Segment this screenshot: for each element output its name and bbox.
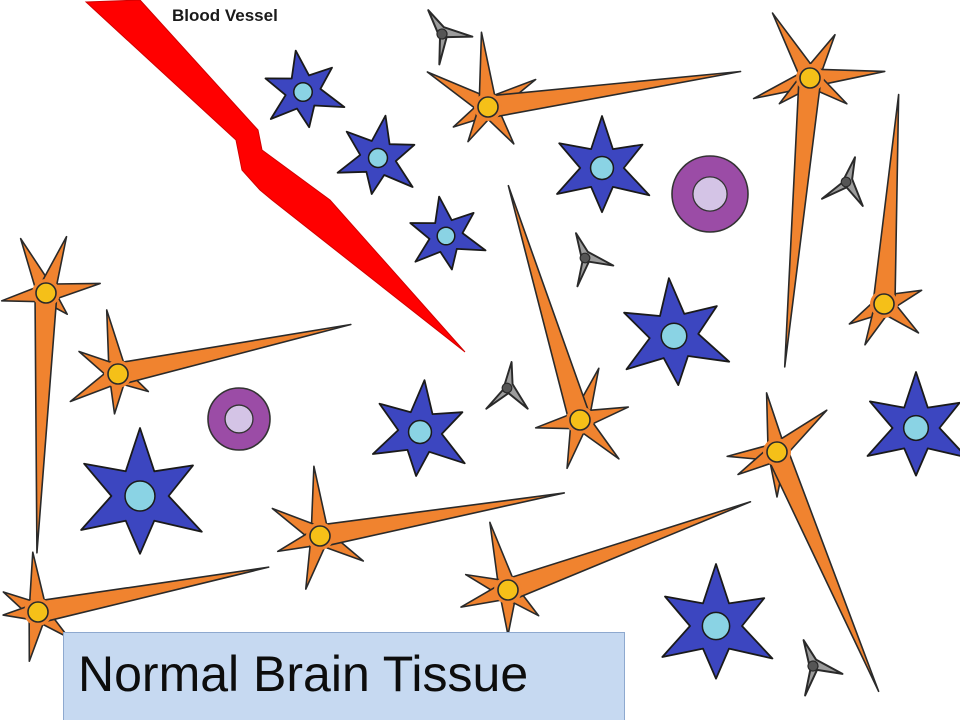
immune-cell-2 [207, 387, 271, 451]
neuron-cell-3 [848, 93, 923, 346]
astrocyte-cell-2 [336, 114, 416, 195]
astrocyte-cell-8 [866, 371, 960, 477]
microglia-cell-2 [821, 156, 864, 207]
astrocyte-cell-9 [661, 563, 774, 680]
neuron-cell-2 [752, 12, 886, 368]
neuron-nucleus [107, 363, 129, 385]
astrocyte-nucleus [293, 82, 313, 102]
astrocyte-nucleus [367, 147, 389, 169]
astrocyte-nucleus [407, 419, 433, 445]
neuron-nucleus [27, 601, 49, 623]
astrocyte-nucleus [436, 226, 456, 246]
astrocyte-cell-7 [80, 427, 203, 555]
astrocyte-cell-6 [371, 379, 466, 477]
neuron-nucleus [309, 525, 331, 547]
neuron-cell-9 [460, 500, 752, 636]
neuron-nucleus [477, 96, 499, 118]
blood-vessel-label: Blood Vessel [172, 6, 278, 25]
neuron-cell-6 [507, 184, 630, 470]
neuron-nucleus [766, 441, 788, 463]
astrocyte-cell-4 [556, 115, 651, 214]
diagram-title: Normal Brain Tissue [78, 646, 529, 702]
microglia-cell-3 [575, 232, 615, 288]
astrocyte-nucleus [589, 155, 615, 181]
neuron-cell-4 [0, 235, 101, 554]
neuron-nucleus [35, 282, 57, 304]
astrocyte-nucleus [124, 480, 156, 512]
astrocyte-nucleus [701, 611, 731, 641]
astrocyte-cell-1 [264, 49, 346, 129]
neuron-nucleus [569, 409, 591, 431]
microglia-cell-1 [427, 9, 474, 66]
title-box: Normal Brain Tissue [63, 632, 625, 720]
astrocyte-cell-3 [409, 195, 487, 271]
neuron-nucleus [873, 293, 895, 315]
blood-vessel [84, 0, 466, 353]
astrocyte-nucleus [902, 414, 930, 442]
neuron-cell-8 [271, 465, 566, 590]
immune-cell-1 [671, 155, 749, 233]
neuron-cell-5 [69, 309, 352, 415]
neuron-nucleus [799, 67, 821, 89]
neuron-nucleus [497, 579, 519, 601]
astrocyte-nucleus [660, 322, 688, 350]
neuron-cell-7 [726, 392, 880, 693]
neuron-cell-1 [426, 31, 742, 145]
astrocyte-cell-5 [623, 277, 731, 387]
microglia-cell-5 [802, 639, 844, 697]
neuron-cell-10 [2, 551, 270, 663]
microglia-cell-4 [485, 361, 529, 410]
